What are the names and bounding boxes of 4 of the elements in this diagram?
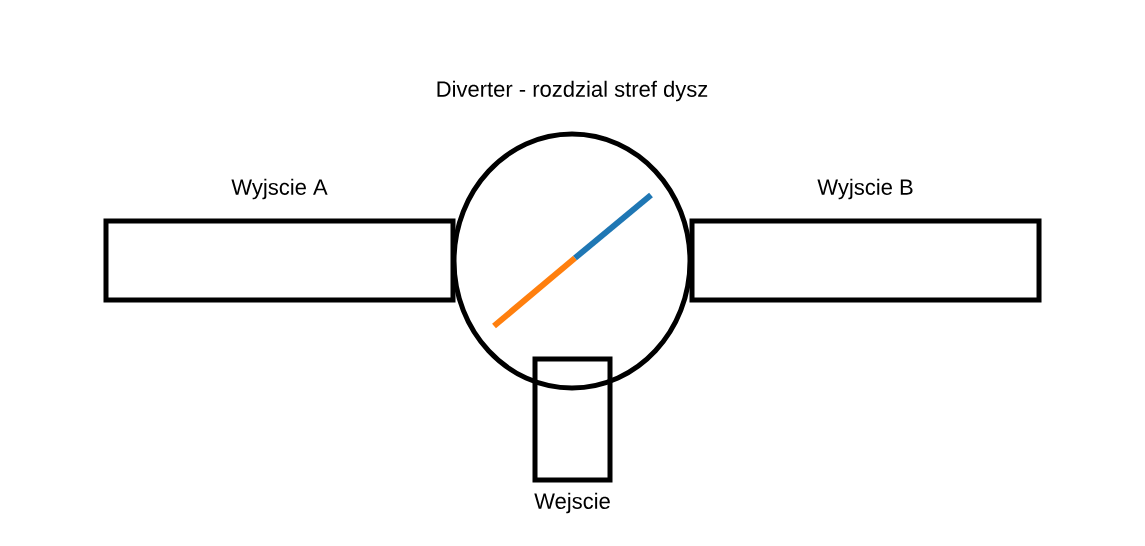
box-label: Wyjscie A (231, 178, 328, 200)
diagram-title: Diverter - rozdzial stref dysz (437, 80, 708, 102)
box-label: Wejscie (534, 492, 610, 514)
box-label: Wyjscie B (817, 178, 913, 200)
